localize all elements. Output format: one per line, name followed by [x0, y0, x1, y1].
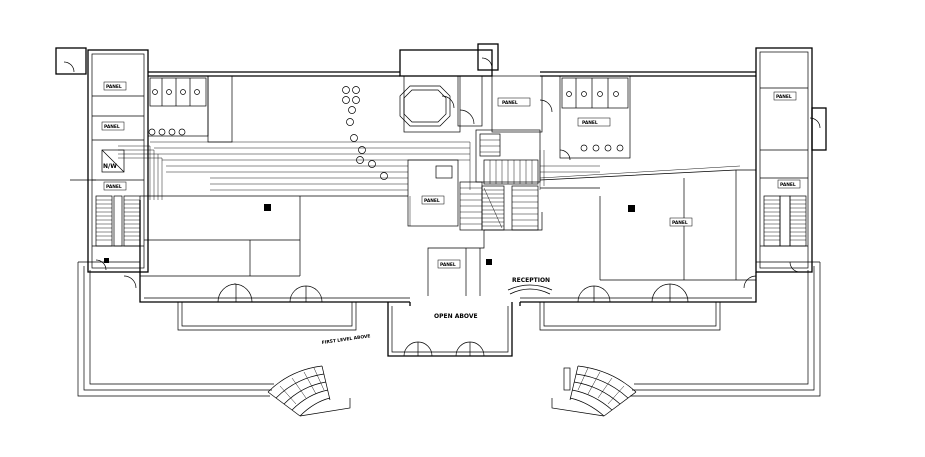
- tag-labels: PANEL PANEL PANEL PANEL PANEL PANEL PANE…: [104, 84, 796, 268]
- reception-desk: [507, 284, 553, 295]
- door-swings: [63, 57, 821, 357]
- duct-runs: [70, 141, 741, 226]
- room-tag-5: PANEL: [672, 220, 688, 226]
- room-tags: [101, 81, 801, 269]
- reception-label: RECEPTION: [512, 277, 550, 284]
- restroom-fixtures: [101, 89, 624, 173]
- left-wing-stair: [95, 195, 141, 247]
- open-above-label: OPEN ABOVE: [434, 313, 478, 320]
- central-stair: [459, 133, 539, 231]
- room-tag-8: PANEL: [502, 100, 518, 106]
- terrace-outline: [77, 261, 821, 397]
- room-tag-2: PANEL: [106, 184, 122, 190]
- curved-steps-left: [267, 365, 351, 417]
- room-tag-3: PANEL: [776, 94, 792, 100]
- room-tag-7: PANEL: [424, 198, 440, 204]
- room-tag-0: PANEL: [106, 84, 122, 90]
- nw-label: N/W: [103, 163, 117, 170]
- room-tag-6: PANEL: [440, 262, 456, 268]
- first-level-above-label: FIRST LEVEL ABOVE: [321, 333, 370, 346]
- planter-dots: [342, 86, 388, 180]
- room-tag-1: PANEL: [104, 124, 120, 130]
- curved-steps-right: [551, 365, 637, 417]
- room-tag-4: PANEL: [780, 182, 796, 188]
- column-markers: [104, 204, 635, 265]
- front-bays: [177, 302, 721, 357]
- right-wing-stair: [763, 195, 807, 247]
- room-tag-9: PANEL: [582, 120, 598, 126]
- central-core: [399, 75, 541, 231]
